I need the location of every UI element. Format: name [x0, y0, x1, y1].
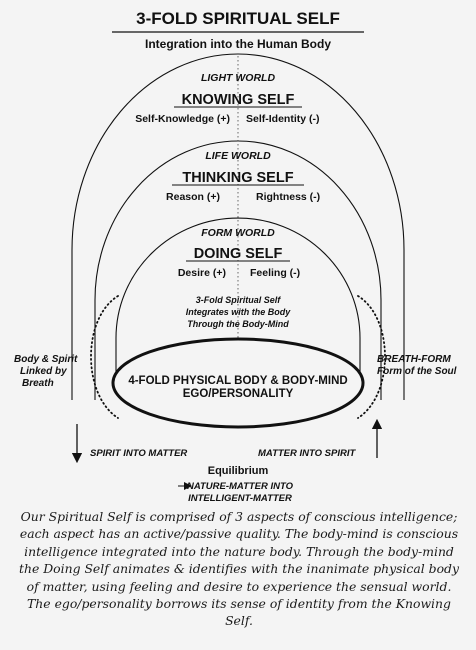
equilibrium-label: Equilibrium	[208, 465, 269, 477]
spirit-into-matter-label: SPIRIT INTO MATTER	[90, 448, 187, 459]
self-knowledge-label: Self-Knowledge (+)	[135, 113, 230, 125]
doing-self-label: DOING SELF	[194, 246, 283, 262]
physical-body-label: 4-FOLD PHYSICAL BODY & BODY-MIND	[128, 375, 347, 387]
nature-matter-line-2: INTELLIGENT-MATTER	[188, 493, 292, 504]
light-world-label: LIGHT WORLD	[201, 72, 275, 84]
life-world-label: LIFE WORLD	[205, 150, 271, 162]
form-world-boundary	[115, 217, 361, 372]
diagram-subtitle: Integration into the Human Body	[145, 37, 331, 51]
body-spirit-note-1: Body & Spirit	[14, 354, 78, 365]
body-spirit-note-3: Breath	[22, 378, 54, 389]
form-world-label: FORM WORLD	[201, 227, 275, 239]
rightness-label: Rightness (-)	[256, 191, 320, 203]
thinking-self-label: THINKING SELF	[182, 170, 293, 186]
integration-line-1: 3-Fold Spiritual Self	[196, 295, 282, 305]
integration-line-3: Through the Body-Mind	[187, 319, 289, 329]
integration-line-2: Integrates with the Body	[186, 307, 292, 317]
form-of-soul-label: Form of the Soul	[377, 366, 457, 377]
nature-matter-line-1: NATURE-MATTER INTO	[187, 481, 294, 492]
feeling-label: Feeling (-)	[250, 267, 300, 279]
breath-form-label: BREATH-FORM	[377, 354, 451, 365]
knowing-self-label: KNOWING SELF	[182, 92, 295, 108]
self-identity-label: Self-Identity (-)	[246, 113, 320, 125]
body-spirit-note-2: Linked by	[20, 366, 67, 377]
reason-label: Reason (+)	[166, 191, 220, 203]
ego-personality-label: EGO/PERSONALITY	[183, 388, 294, 400]
physical-body-ellipse	[111, 337, 365, 429]
desire-label: Desire (+)	[178, 267, 226, 279]
diagram-title: 3-FOLD SPIRITUAL SELF	[136, 9, 340, 28]
matter-into-spirit-label: MATTER INTO SPIRIT	[258, 448, 356, 459]
caption-text: Our Spiritual Self is comprised of 3 asp…	[19, 509, 459, 629]
light-world-boundary	[71, 53, 405, 400]
